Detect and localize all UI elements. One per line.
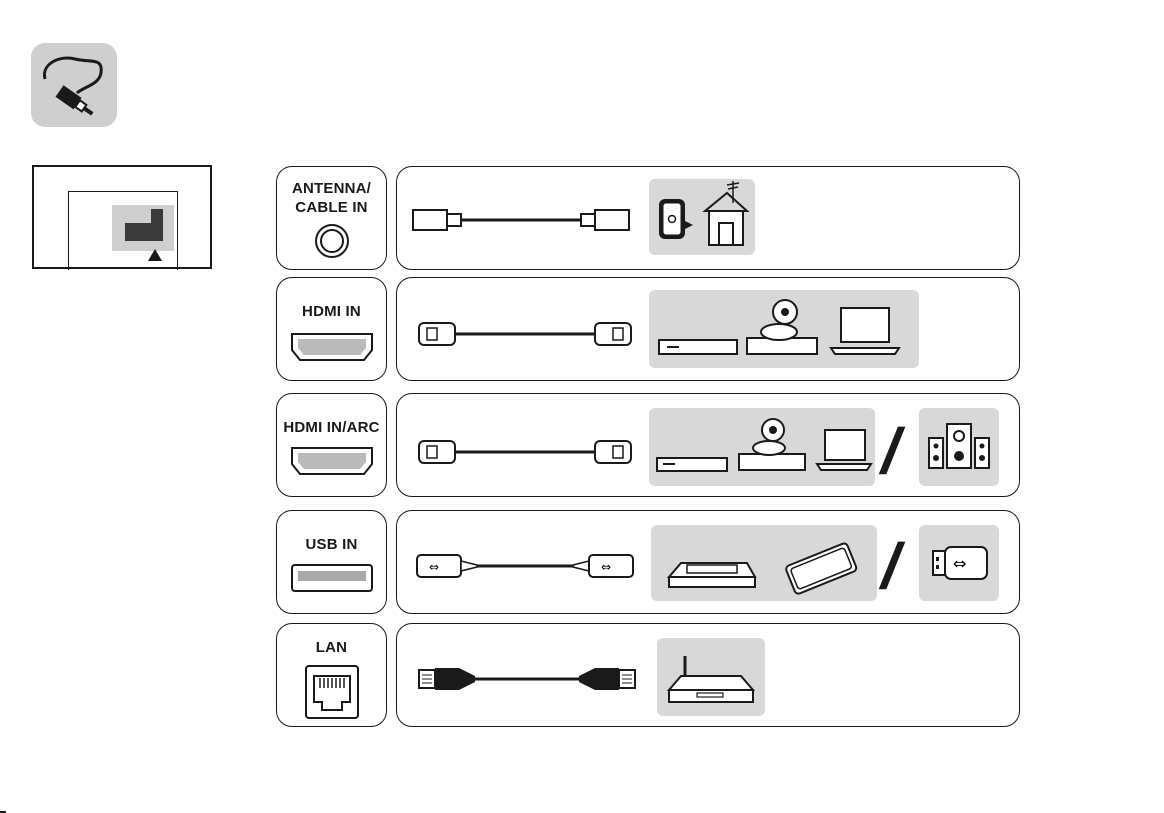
hdmi-arc-port-icon [290,446,374,476]
port-location-diagram [32,165,212,269]
svg-text:⇔: ⇔ [429,560,439,574]
hdmi-label: HDMI IN [277,302,386,321]
hdmi-connection-box [396,277,1020,381]
port-lan-box: LAN [276,623,387,727]
svg-text:⇔: ⇔ [953,554,966,573]
wall-outlet-house-icon [649,179,755,255]
usb-connection-box: ⇔ ⇔ / ⇔ [396,510,1020,614]
port-hdmi-box: HDMI IN [276,277,387,381]
hdmi-arc-cable-icon [419,436,639,466]
lan-connection-box [396,623,1020,727]
lan-label: LAN [277,638,386,657]
usb-cable-icon: ⇔ ⇔ [417,551,637,581]
port-usb-box: USB IN [276,510,387,614]
pointer-triangle-icon [148,249,162,261]
svg-text:⇔: ⇔ [601,560,611,574]
port-antenna-box: ANTENNA/ CABLE IN [276,166,387,270]
hdmi-cable-icon [419,318,639,348]
antenna-label: ANTENNA/ CABLE IN [277,179,386,217]
ethernet-port-icon [304,664,360,720]
hdmi-arc-devices-icon [649,408,875,486]
port-hdmi-arc-box: HDMI IN/ARC [276,393,387,497]
usb-flash-drive-icon: ⇔ [919,525,999,601]
usb-label: USB IN [277,535,386,554]
coax-port-icon [314,223,350,259]
hdmi-devices-icon [649,290,919,368]
coax-cable-icon [413,205,653,235]
separator-slash: / [875,529,909,603]
router-icon [657,638,765,716]
ethernet-cable-icon [419,664,639,694]
cable-connection-icon [31,43,117,127]
usb-storage-devices-icon [651,525,877,601]
speaker-system-icon [919,408,999,486]
hdmi-arc-connection-box: / [396,393,1020,497]
hdmi-arc-label: HDMI IN/ARC [277,418,386,437]
hdmi-port-icon [290,332,374,362]
usb-port-icon [290,563,374,593]
separator-slash: / [875,414,909,488]
antenna-connection-box [396,166,1020,270]
